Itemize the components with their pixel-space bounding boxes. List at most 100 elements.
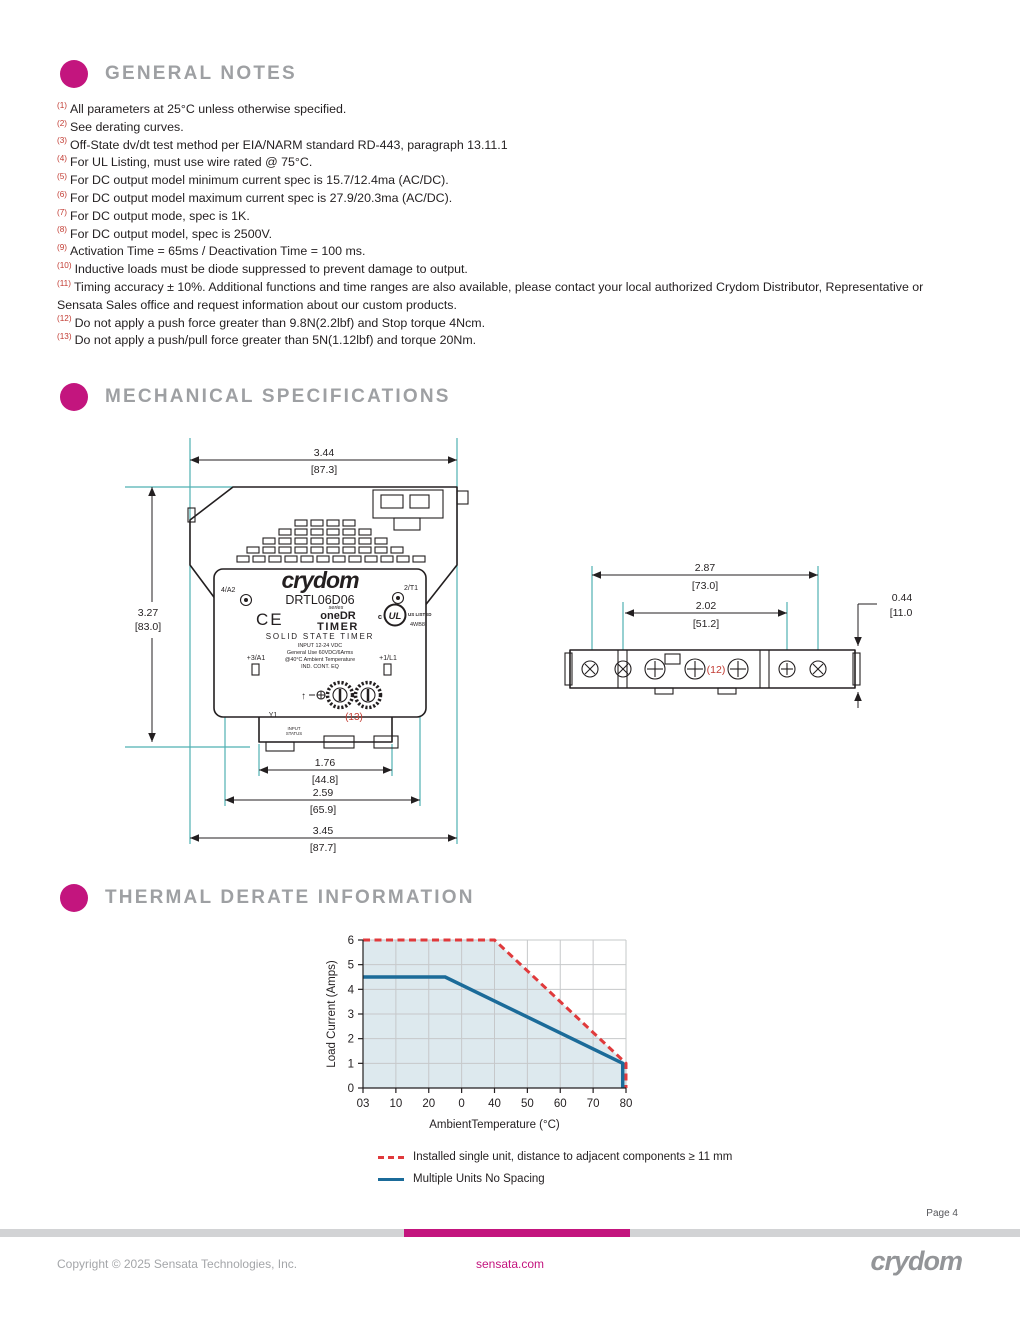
y-tick-label: 2 [348,1034,354,1046]
vent-slot [310,537,324,545]
footer-bar-accent [404,1229,630,1237]
vent-slot [358,546,372,554]
vent-slot [396,555,410,563]
vent-slot [294,546,308,554]
note-ref: (4) [57,154,68,164]
terminal-label-y1: Y1 [269,712,278,719]
section-title: GENERAL NOTES [105,63,297,84]
vent-slot [358,528,372,536]
rotary-dial-left[interactable] [325,680,355,710]
dimension-lines [148,456,457,842]
dim-outer-in: 2.87 [695,562,716,574]
legend-entry-single-unit: Installed single unit, distance to adjac… [378,1146,732,1168]
note-ref: (6) [57,189,68,199]
series-line-1 [363,975,625,1088]
y-tick-label: 0 [348,1083,354,1095]
section-header-thermal: THERMAL DERATE INFORMATION [60,884,475,912]
section-bullet-icon [60,60,88,88]
ul-mark-listed: US LISTED [408,612,432,617]
spec-line-1: INPUT 12-24 VDC [298,643,342,649]
section-bullet-icon [60,383,88,411]
dim-bottom-inner-mm: [44.8] [312,774,338,786]
top-view-details [564,650,861,695]
terminal-label-2t1: 2/T1 [404,585,418,592]
screw-hole-left [239,593,253,607]
rotary-dial-right[interactable] [353,680,383,710]
spec-line-4: IND. CONT. EQ [301,664,339,670]
y-tick-label: 1 [348,1058,354,1070]
ul-mark-circle [383,603,407,627]
note-item: (12)Do not apply a push force greater th… [57,315,963,333]
dim-height-in: 3.27 [138,607,159,619]
input-status-label-2: STATUS [286,731,302,736]
series-mark-top: series [329,605,344,611]
section-bullet-icon [60,884,88,912]
vent-slot [294,528,308,536]
website-link[interactable]: sensata.com [475,1257,545,1271]
note-ref: (1) [57,100,68,110]
note-ref-13: (13) [345,712,363,723]
note-text: For DC output mode, spec is 1K. [70,208,250,223]
terminal-screws[interactable] [581,658,827,680]
vent-slot [278,537,292,545]
dim-inner-mm: [51.2] [693,618,719,630]
input-status-label-1: INPUT [288,726,301,731]
note-item: (3)Off-State dv/dt test method per EIA/N… [57,137,963,155]
x-tick-label: 80 [620,1098,633,1110]
x-tick-label: 0 [458,1098,464,1110]
note-ref: (7) [57,207,68,217]
note-text: Do not apply a push force greater than 9… [74,315,486,330]
note-text: Inductive loads must be diode suppressed… [74,262,468,277]
vent-slot [310,528,324,536]
dim-bottom-outer-mm: [87.7] [310,842,336,854]
note-ref: (10) [57,261,72,271]
y-tick-label: 4 [348,984,355,996]
screw-hole-right-dot [396,596,400,600]
note-ref: (8) [57,225,68,235]
note-text: For DC output model, spec is 2500V. [70,226,273,241]
note-text: See derating curves. [70,119,184,134]
note-text: All parameters at 25°C unless otherwise … [70,102,347,116]
note-text: For DC output model minimum current spec… [70,173,449,188]
x-tick-label: 10 [389,1098,402,1110]
note-item: (8)For DC output model, spec is 2500V. [57,226,963,244]
vent-slot [316,555,330,563]
note-ref-12: (12) [707,664,726,676]
din-clip [187,489,469,531]
note-text: For DC output model maximum current spec… [70,190,453,205]
note-text: Activation Time = 65ms / Deactivation Ti… [70,244,366,259]
ul-file-number: 4WB8 [410,622,425,628]
note-item: (9)Activation Time = 65ms / Deactivation… [57,243,963,261]
vent-slot [332,555,346,563]
bottom-terminal-tabs [265,735,399,752]
note-ref: (12) [57,314,72,324]
vent-slot [278,546,292,554]
ul-mark-logo: UL [389,611,402,622]
vent-slot [374,537,388,545]
note-item: (7)For DC output mode, spec is 1K. [57,208,963,226]
x-tick-label: 50 [521,1098,534,1110]
vent-slot [262,546,276,554]
note-text: Do not apply a push/pull force greater t… [74,333,477,348]
note-ref: (13) [57,332,72,342]
note-item: (5)For DC output model minimum current s… [57,172,963,190]
note-ref: (9) [57,243,68,253]
section-header-general-notes: GENERAL NOTES [60,60,297,88]
spec-line-3: @40°C Ambient Temperature [285,657,355,663]
y-axis-title: Load Current (Amps) [326,960,338,1068]
ce-mark: CE [256,610,284,629]
note-item: (10)Inductive loads must be diode suppre… [57,261,963,279]
series-line-0 [363,938,628,1088]
dim-height-mm: [11.0 [890,607,913,619]
crydom-logo: crydom [870,1246,963,1276]
screw-hole-right [391,591,405,605]
vent-slot [326,528,340,536]
x-tick-label: 70 [587,1098,600,1110]
x-tick-label: 60 [554,1098,567,1110]
model-number: DRTL06D06 [285,593,354,607]
dim-bottom-mid-mm: [65.9] [310,804,336,816]
vent-slot [380,555,394,563]
adjust-arrow-icon: ↑ [301,691,306,702]
note-text: For UL Listing, must use wire rated @ 75… [70,155,313,170]
